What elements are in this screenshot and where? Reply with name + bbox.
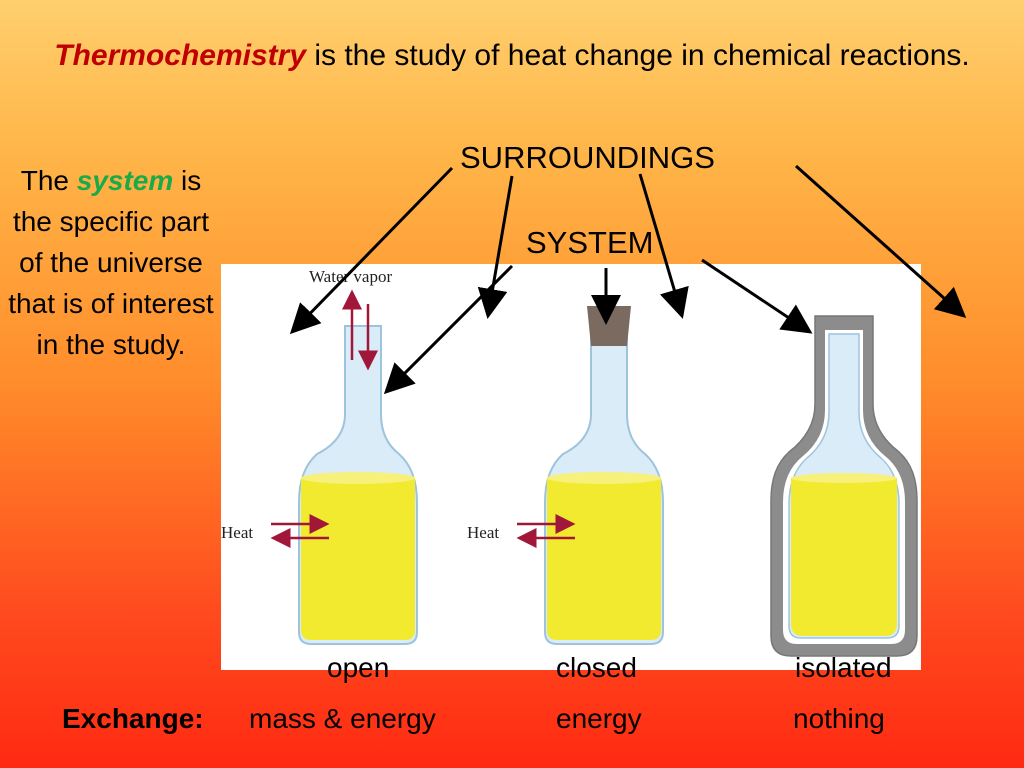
slide-title: Thermochemistry is the study of heat cha…: [40, 36, 984, 76]
heat-label-open: Heat: [221, 523, 253, 542]
system-label: SYSTEM: [526, 225, 654, 260]
closed-label: closed: [556, 652, 637, 683]
title-term: Thermochemistry: [54, 39, 307, 72]
exchange-isolated: nothing: [793, 703, 885, 734]
definition-keyword: system: [76, 165, 174, 196]
containers-figure: Water vapor Heat Heat: [221, 264, 921, 670]
exchange-open: mass & energy: [249, 703, 436, 734]
exchange-closed: energy: [556, 703, 642, 734]
isolated-bottle: [770, 315, 918, 657]
definition-post: is the specific part of the universe tha…: [8, 165, 214, 360]
surroundings-label: SURROUNDINGS: [460, 140, 715, 175]
open-label: open: [327, 652, 390, 683]
title-rest: is the study of heat change in chemical …: [306, 39, 970, 72]
heat-label-closed: Heat: [467, 523, 499, 542]
isolated-label: isolated: [795, 652, 892, 683]
system-definition: The system is the specific part of the u…: [6, 160, 216, 365]
open-bottle: Water vapor Heat: [221, 267, 418, 645]
bottles-illustration: Water vapor Heat Heat: [221, 267, 918, 657]
exchange-label: Exchange:: [62, 703, 204, 734]
water-vapor-label: Water vapor: [309, 267, 392, 286]
definition-pre: The: [20, 165, 77, 196]
